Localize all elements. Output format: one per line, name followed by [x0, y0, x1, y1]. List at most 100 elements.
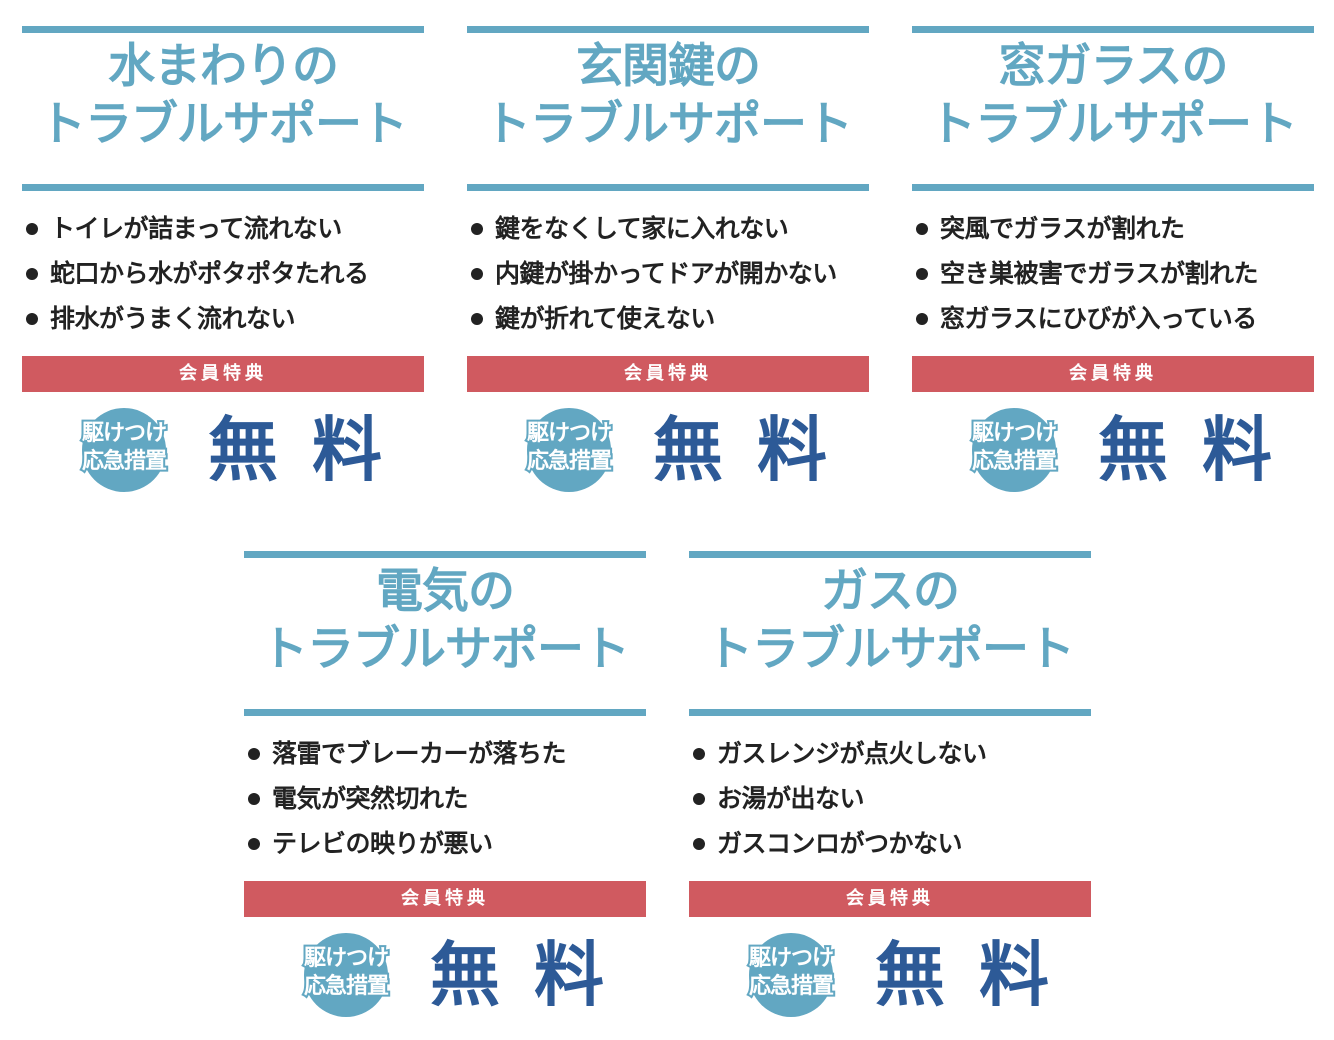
list-item-text: 鍵をなくして家に入れない: [495, 214, 789, 243]
list-item: 突風でガラスが割れた: [912, 212, 1314, 257]
bullet-icon: [916, 223, 928, 235]
member-benefit-band: 会員特典: [689, 881, 1091, 917]
rush-emergency-badge: 駆けつけ 応急措置: [72, 408, 174, 492]
member-benefit-band: 会員特典: [912, 356, 1314, 392]
top-rule: [689, 551, 1091, 558]
badge-text: 駆けつけ 応急措置: [66, 419, 182, 476]
list-item: ガスレンジが点火しない: [689, 737, 1091, 782]
bullet-icon: [471, 223, 483, 235]
member-benefit-band: 会員特典: [244, 881, 646, 917]
rush-emergency-badge: 駆けつけ 応急措置: [517, 408, 619, 492]
list-item-text: テレビの映りが悪い: [272, 829, 493, 858]
rush-emergency-badge: 駆けつけ 応急措置: [294, 933, 396, 1017]
title-line-2: トラブルサポート: [39, 97, 408, 152]
list-item-text: 突風でガラスが割れた: [940, 214, 1185, 243]
bullet-icon: [916, 313, 928, 325]
list-item: 排水がうまく流れない: [22, 302, 424, 347]
list-item: テレビの映りが悪い: [244, 827, 646, 872]
rush-emergency-badge: 駆けつけ 応急措置: [739, 933, 841, 1017]
card-door-key: 玄関鍵の トラブルサポート 鍵をなくして家に入れない 内鍵が掛かってドアが開かな…: [467, 26, 869, 492]
issue-list: ガスレンジが点火しない お湯が出ない ガスコンロがつかない: [689, 737, 1091, 872]
badge-line-1: 駆けつけ: [970, 419, 1059, 448]
badge-circle-icon: [304, 933, 388, 1017]
card-gas: ガスの トラブルサポート ガスレンジが点火しない お湯が出ない ガスコンロがつか…: [689, 551, 1091, 1017]
list-item-text: ガスレンジが点火しない: [717, 739, 987, 768]
list-item-text: 内鍵が掛かってドアが開かない: [495, 259, 837, 288]
badge-line-1: 駆けつけ: [747, 944, 836, 973]
bullet-icon: [26, 268, 38, 280]
bullet-icon: [248, 838, 260, 850]
badge-line-2: 応急措置: [525, 447, 614, 476]
list-item-text: お湯が出ない: [717, 784, 865, 813]
bullet-icon: [26, 313, 38, 325]
badge-line-1: 駆けつけ: [80, 419, 169, 448]
bullet-icon: [916, 268, 928, 280]
issue-list: 落雷でブレーカーが落ちた 電気が突然切れた テレビの映りが悪い: [244, 737, 646, 872]
list-item-text: 落雷でブレーカーが落ちた: [272, 739, 567, 768]
title-line-1: 電気の: [376, 564, 515, 619]
free-label: 無料: [1098, 409, 1306, 491]
list-item-text: 蛇口から水がポタポタたれる: [50, 259, 369, 288]
list-item: 窓ガラスにひびが入っている: [912, 302, 1314, 347]
bottom-rule: [244, 709, 646, 716]
free-label: 無料: [430, 934, 638, 1016]
list-item: 電気が突然切れた: [244, 782, 646, 827]
free-label: 無料: [208, 409, 416, 491]
title-line-1: 玄関鍵の: [576, 39, 761, 94]
card-title: 玄関鍵の トラブルサポート: [467, 38, 869, 154]
bullet-icon: [471, 268, 483, 280]
title-line-1: 窓ガラスの: [998, 39, 1228, 94]
bullet-icon: [248, 793, 260, 805]
list-item-text: トイレが詰まって流れない: [50, 214, 342, 243]
bottom-rule: [912, 184, 1314, 191]
card-title: 窓ガラスの トラブルサポート: [912, 38, 1314, 154]
badge-line-2: 応急措置: [747, 972, 836, 1001]
badge-line-2: 応急措置: [302, 972, 391, 1001]
list-item: 蛇口から水がポタポタたれる: [22, 257, 424, 302]
list-item-text: 電気が突然切れた: [272, 784, 469, 813]
list-item: 落雷でブレーカーが落ちた: [244, 737, 646, 782]
badge-line-2: 応急措置: [970, 447, 1059, 476]
rush-emergency-badge: 駆けつけ 応急措置: [962, 408, 1064, 492]
card-title: ガスの トラブルサポート: [689, 563, 1091, 679]
title-line-2: トラブルサポート: [484, 97, 853, 152]
title-line-2: トラブルサポート: [929, 97, 1298, 152]
issue-list: トイレが詰まって流れない 蛇口から水がポタポタたれる 排水がうまく流れない: [22, 212, 424, 347]
free-label: 無料: [653, 409, 861, 491]
top-rule: [912, 26, 1314, 33]
top-rule: [244, 551, 646, 558]
list-item: 鍵が折れて使えない: [467, 302, 869, 347]
bottom-rule: [22, 184, 424, 191]
card-window-glass: 窓ガラスの トラブルサポート 突風でガラスが割れた 空き巣被害でガラスが割れた …: [912, 26, 1314, 492]
badge-circle-icon: [972, 408, 1056, 492]
badge-circle-icon: [527, 408, 611, 492]
badge-line-2: 応急措置: [80, 447, 169, 476]
top-rule: [467, 26, 869, 33]
list-item-text: ガスコンロがつかない: [717, 829, 963, 858]
card-title: 電気の トラブルサポート: [244, 563, 646, 679]
list-item-text: 窓ガラスにひびが入っている: [940, 304, 1257, 333]
title-line-1: 水まわりの: [108, 39, 339, 94]
bullet-icon: [693, 748, 705, 760]
bullet-icon: [693, 838, 705, 850]
issue-list: 突風でガラスが割れた 空き巣被害でガラスが割れた 窓ガラスにひびが入っている: [912, 212, 1314, 347]
bottom-rule: [689, 709, 1091, 716]
card-water: 水まわりの トラブルサポート トイレが詰まって流れない 蛇口から水がポタポタたれ…: [22, 26, 424, 492]
bullet-icon: [471, 313, 483, 325]
badge-line-1: 駆けつけ: [525, 419, 614, 448]
badge-text: 駆けつけ 応急措置: [288, 944, 404, 1001]
badge-line-1: 駆けつけ: [302, 944, 391, 973]
title-line-2: トラブルサポート: [261, 622, 630, 677]
card-title: 水まわりの トラブルサポート: [22, 38, 424, 154]
list-item: お湯が出ない: [689, 782, 1091, 827]
bullet-icon: [248, 748, 260, 760]
title-line-1: ガスの: [821, 564, 960, 619]
list-item: 内鍵が掛かってドアが開かない: [467, 257, 869, 302]
list-item-text: 空き巣被害でガラスが割れた: [940, 259, 1259, 288]
free-label: 無料: [875, 934, 1083, 1016]
member-benefit-band: 会員特典: [22, 356, 424, 392]
list-item: トイレが詰まって流れない: [22, 212, 424, 257]
issue-list: 鍵をなくして家に入れない 内鍵が掛かってドアが開かない 鍵が折れて使えない: [467, 212, 869, 347]
badge-text: 駆けつけ 応急措置: [956, 419, 1072, 476]
top-rule: [22, 26, 424, 33]
